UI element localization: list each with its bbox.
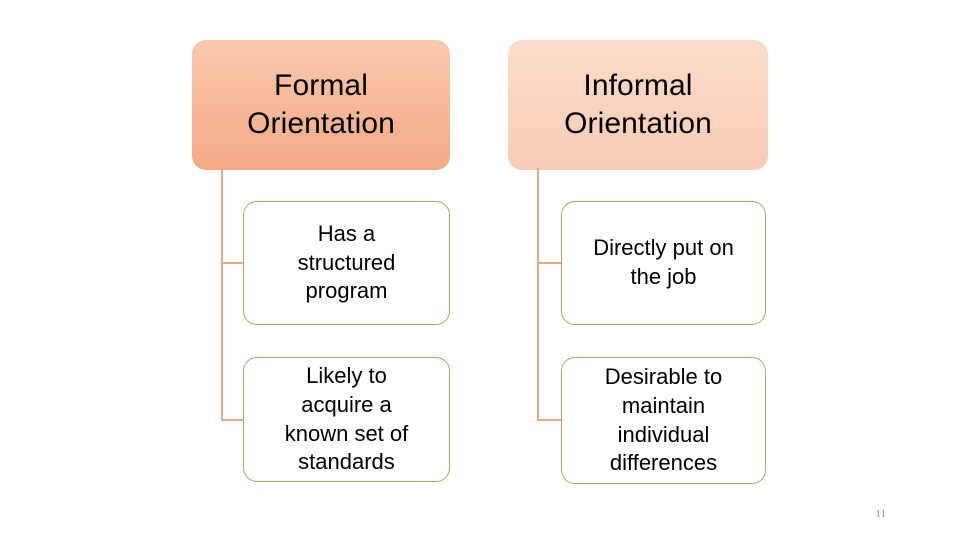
node-formal-orientation[interactable]: Formal Orientation xyxy=(192,40,450,170)
node-informal-orientation-label: Informal Orientation xyxy=(564,68,712,140)
node-informal-child-1-label: Directly put on the job xyxy=(593,235,734,289)
node-formal-orientation-label: Formal Orientation xyxy=(247,68,395,140)
node-informal-child-2[interactable]: Desirable to maintain individual differe… xyxy=(561,357,766,484)
node-formal-child-1[interactable]: Has a structured program xyxy=(243,201,450,325)
node-formal-child-1-label: Has a structured program xyxy=(297,221,396,304)
connector-stub-informal-2 xyxy=(537,419,563,421)
connector-trunk-formal xyxy=(221,168,223,421)
node-informal-child-2-label: Desirable to maintain individual differe… xyxy=(604,364,723,476)
node-formal-child-2-label: Likely to acquire a known set of standar… xyxy=(284,363,409,475)
node-informal-child-1[interactable]: Directly put on the job xyxy=(561,201,766,325)
node-formal-child-2[interactable]: Likely to acquire a known set of standar… xyxy=(243,357,450,482)
page-number: 11 xyxy=(875,508,886,520)
connector-trunk-informal xyxy=(537,168,539,421)
connector-stub-formal-1 xyxy=(221,262,245,264)
node-informal-orientation[interactable]: Informal Orientation xyxy=(508,40,768,170)
connector-stub-formal-2 xyxy=(221,419,245,421)
connector-stub-informal-1 xyxy=(537,262,563,264)
